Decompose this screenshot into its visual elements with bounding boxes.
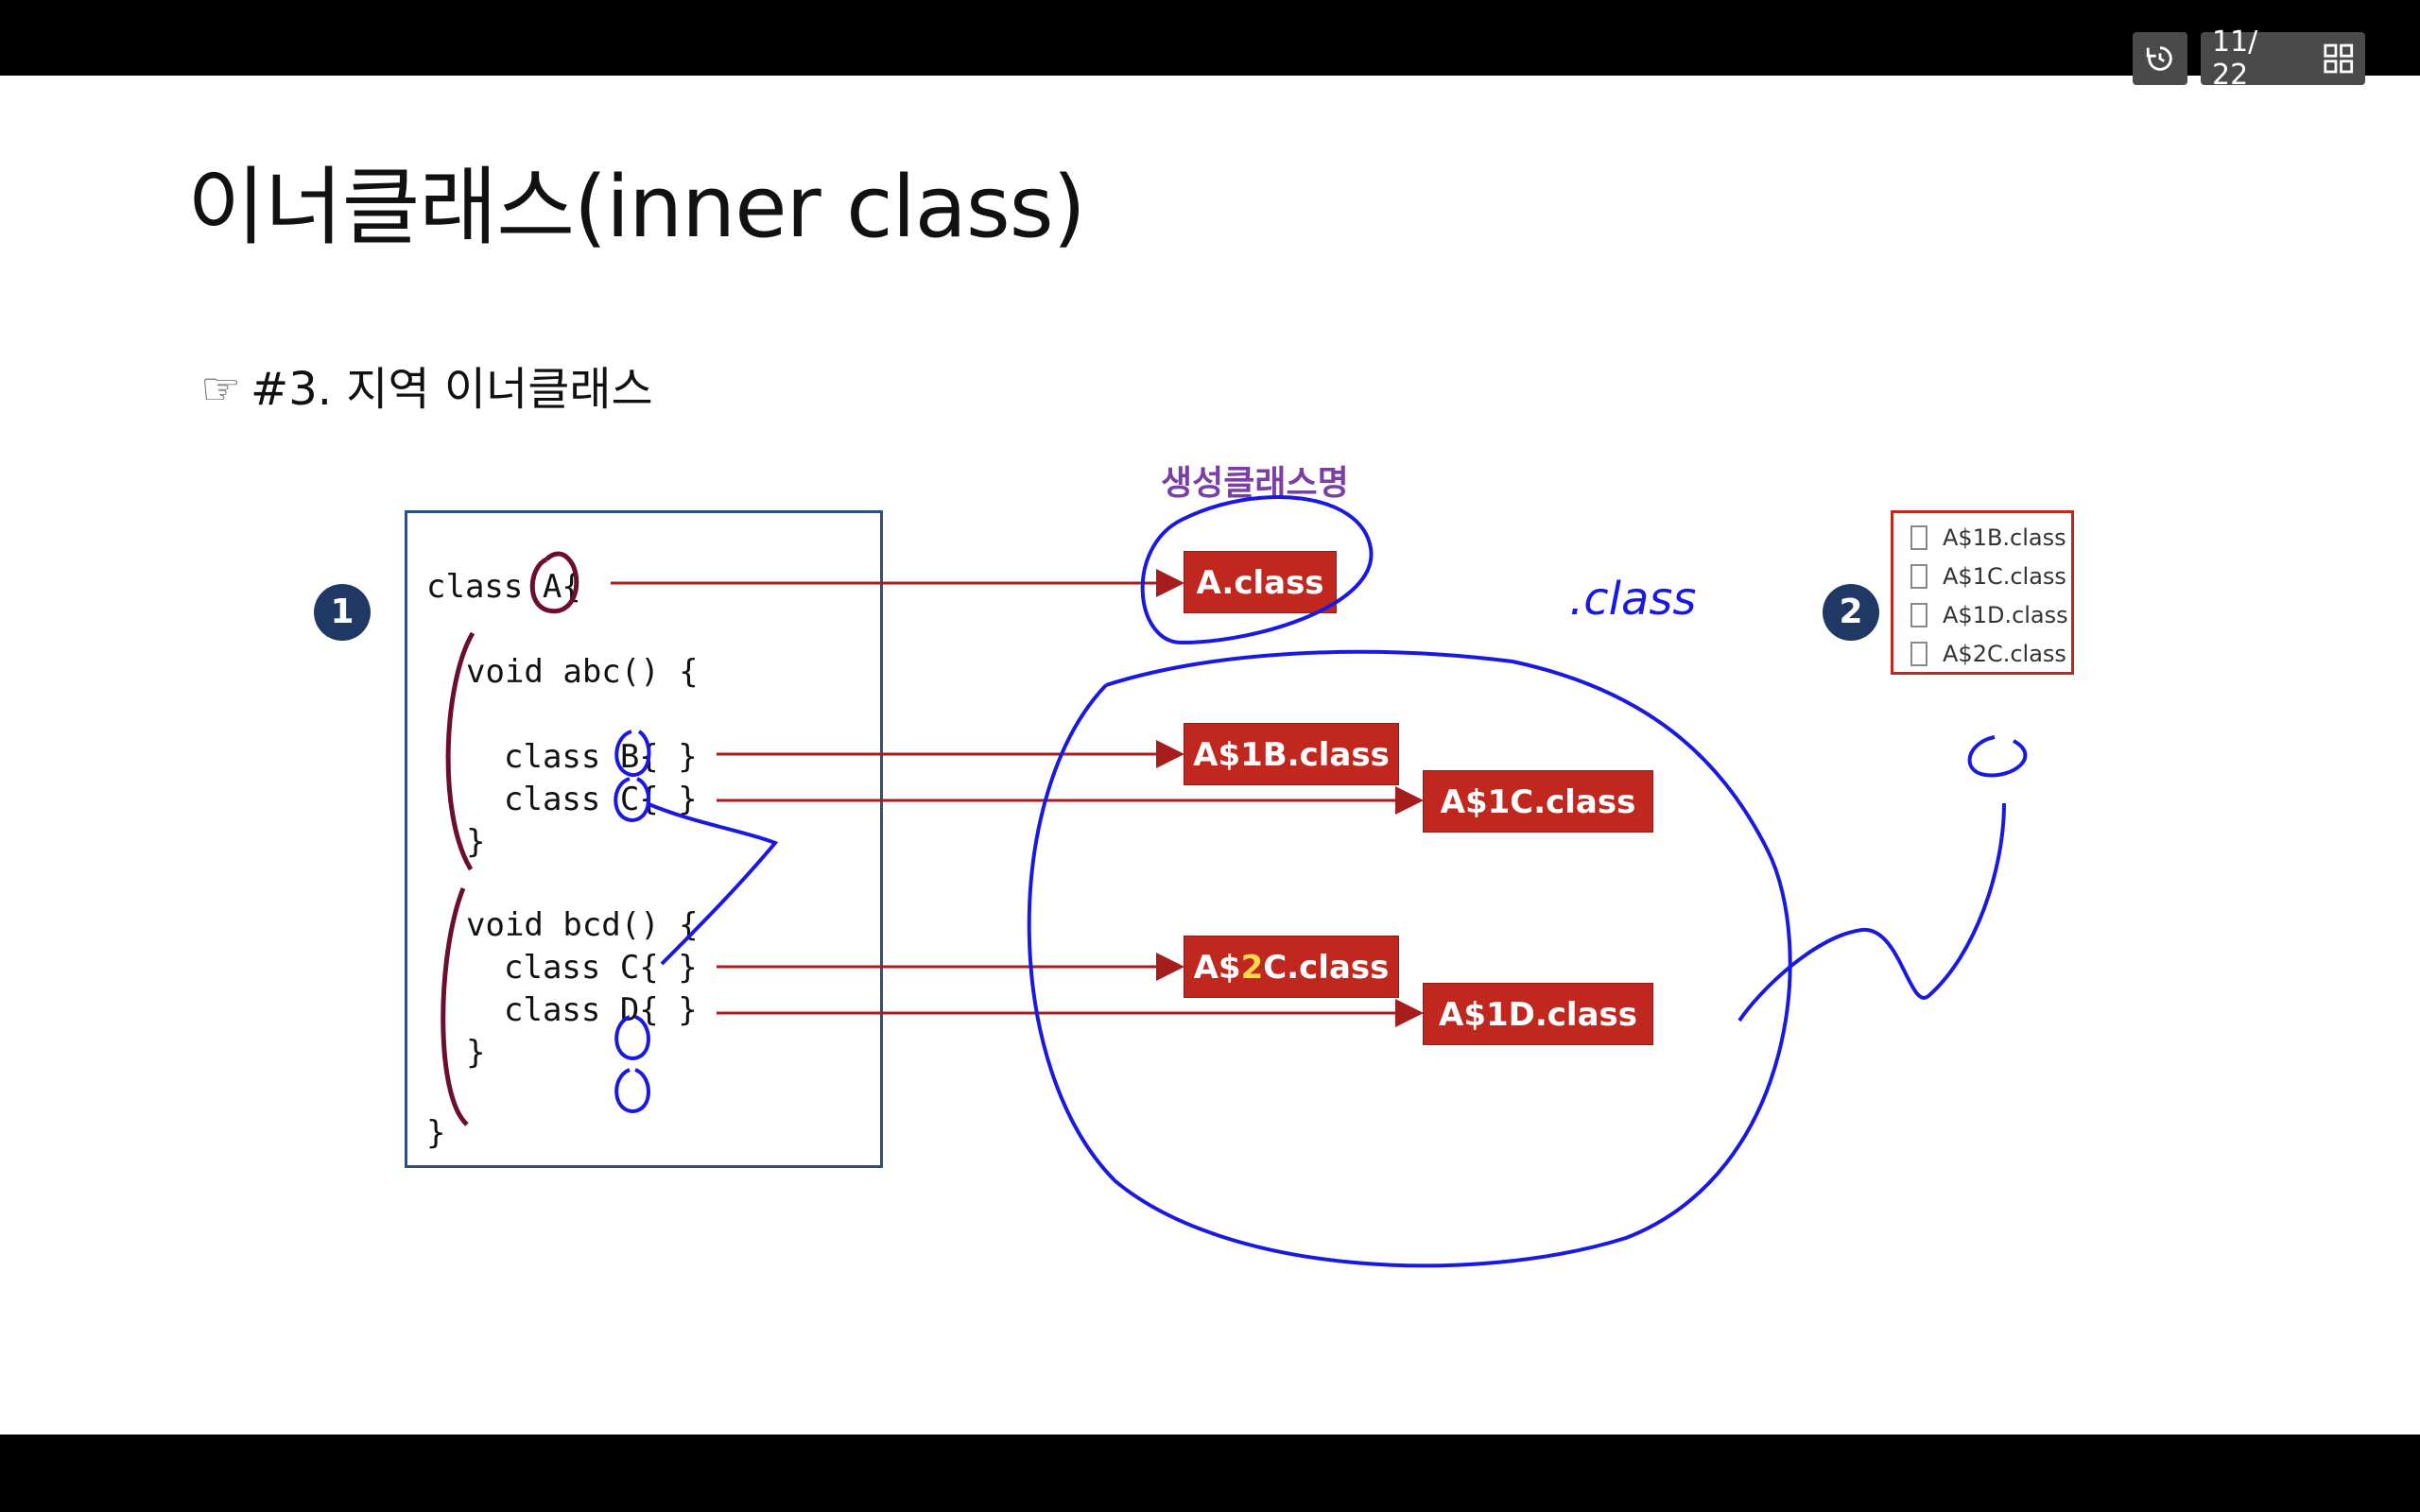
slide-subtitle: ☞#3. 지역 이너클래스 xyxy=(200,352,653,418)
code-line: class B{ } xyxy=(504,738,698,776)
pen-connect-c xyxy=(646,801,779,966)
code-line: } xyxy=(426,1114,446,1152)
a2c-suffix: C.class xyxy=(1263,949,1390,987)
a2c-highlight: 2 xyxy=(1240,949,1264,987)
pen-bracket-abc xyxy=(445,631,475,871)
presentation-toolbar: 11/ 22 xyxy=(2133,26,2365,92)
generated-class-label: 생성클래스명 xyxy=(1161,464,1349,503)
pen-circle-c1 xyxy=(614,777,651,823)
file-icon xyxy=(1910,603,1927,627)
annotation-layer: .class xyxy=(441,495,2028,1268)
file-item: A$1D.class xyxy=(1910,602,2068,628)
step-badge-1: 1 xyxy=(314,584,371,641)
class-box-a1d: A$1D.class xyxy=(1423,983,1653,1045)
subtitle-text: #3. 지역 이너클래스 xyxy=(251,363,653,416)
pen-circle-d xyxy=(614,1068,650,1114)
history-icon xyxy=(2146,46,2172,71)
history-button[interactable] xyxy=(2133,32,2187,85)
a2c-prefix: A$ xyxy=(1193,949,1241,987)
code-line: class A{ xyxy=(426,568,581,606)
pen-circle-c2 xyxy=(614,1015,650,1061)
slide: 이너클래스(inner class) ☞#3. 지역 이너클래스 1 2 cla… xyxy=(0,76,2420,1435)
code-line: class D{ } xyxy=(504,991,698,1029)
code-line: } xyxy=(466,823,486,861)
file-icon xyxy=(1910,642,1927,666)
pen-circle-a-class xyxy=(1140,495,1374,645)
file-icon xyxy=(1910,525,1927,550)
page-indicator: 11/ 22 xyxy=(2212,26,2258,92)
code-line: class C{ } xyxy=(504,781,698,818)
file-item: A$1B.class xyxy=(1910,524,2066,551)
file-list: A$1B.class A$1C.class A$1D.class A$2C.cl… xyxy=(1891,510,2074,675)
file-item: A$2C.class xyxy=(1910,641,2066,667)
file-icon xyxy=(1910,564,1927,589)
grid-icon xyxy=(2323,43,2353,74)
pen-large-ellipse xyxy=(1027,649,1792,1268)
pointing-hand-icon: ☞ xyxy=(200,363,242,416)
code-line: void bcd() { xyxy=(466,906,699,944)
file-item: A$1C.class xyxy=(1910,563,2066,590)
step-badge-2: 2 xyxy=(1823,584,1879,641)
code-line: class C{ } xyxy=(504,949,698,987)
pen-text-class: .class xyxy=(1569,573,1696,626)
pen-circle-b xyxy=(614,730,651,777)
pen-bracket-bcd xyxy=(441,887,469,1126)
class-box-a1c: A$1C.class xyxy=(1423,770,1653,833)
code-box: class A{ void abc() { class B{ } class C… xyxy=(405,510,883,1168)
pen-circle-a xyxy=(529,551,579,614)
class-box-a2c: A$2C.class xyxy=(1184,936,1399,998)
pen-loop-top xyxy=(1967,735,2028,778)
page-indicator-button[interactable]: 11/ 22 xyxy=(2201,26,2365,92)
pen-squiggle xyxy=(1737,802,2006,1022)
class-box-a1b: A$1B.class xyxy=(1184,723,1399,785)
class-box-a: A.class xyxy=(1184,551,1337,613)
slide-title: 이너클래스(inner class) xyxy=(187,158,1086,257)
code-line: } xyxy=(466,1034,486,1072)
code-line: void abc() { xyxy=(466,653,699,691)
